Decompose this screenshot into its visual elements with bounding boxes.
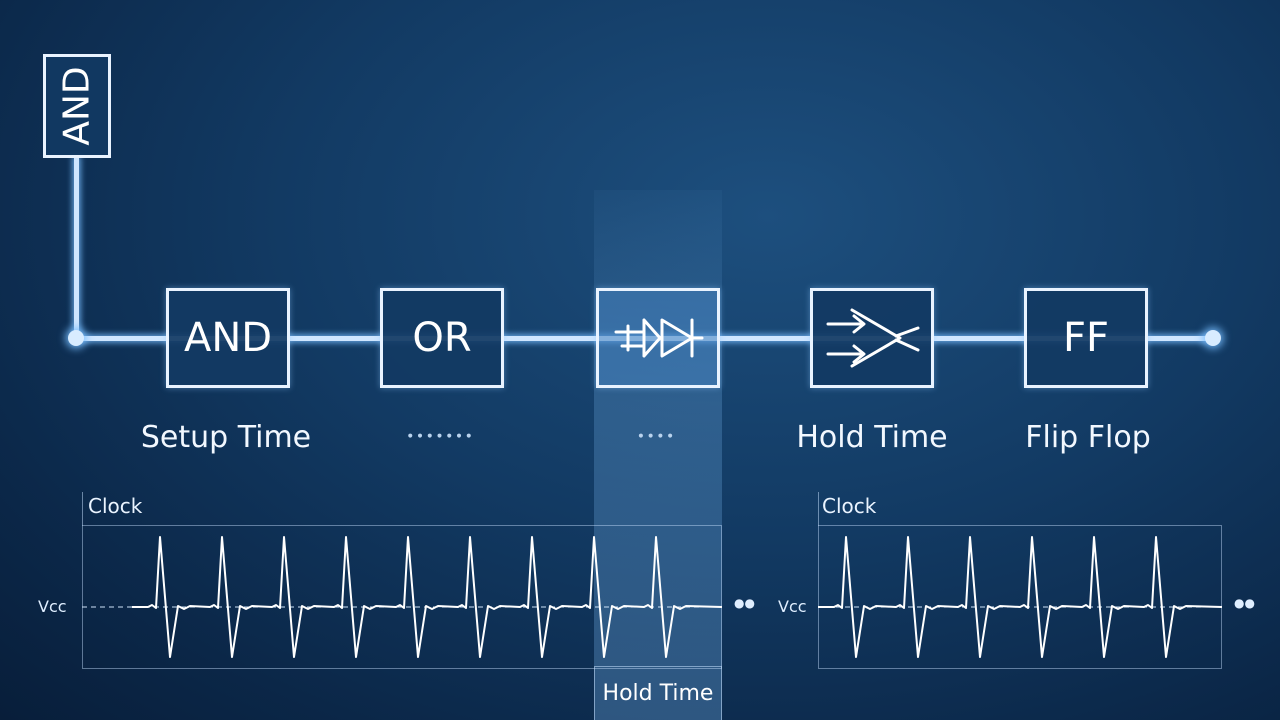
hold-time-highlight bbox=[594, 190, 722, 720]
and-gate: AND bbox=[166, 288, 290, 388]
end-marker: ●● bbox=[734, 596, 755, 610]
clock-panel-title: Clock bbox=[88, 494, 143, 518]
clock-wave-left bbox=[132, 536, 723, 658]
bus-start-node bbox=[68, 330, 84, 346]
mux-arrow-icon bbox=[826, 308, 920, 368]
or-gate: OR bbox=[380, 288, 504, 388]
buffer-gate-icon bbox=[614, 318, 704, 358]
separator-dots: ∙∙∙∙ bbox=[636, 428, 676, 444]
top-and-gate: AND bbox=[43, 54, 111, 158]
vertical-wire bbox=[74, 158, 79, 340]
vcc-label: Vcc bbox=[38, 597, 67, 616]
clock-waveform-panel bbox=[818, 525, 1222, 669]
bus-end-node bbox=[1205, 330, 1221, 346]
buffer-gate bbox=[596, 288, 720, 388]
hold-time-bottom-label: Hold Time bbox=[602, 681, 714, 706]
and-gate-label: AND bbox=[183, 315, 273, 361]
or-gate-label: OR bbox=[412, 315, 472, 361]
setup-time-caption: Setup Time bbox=[140, 420, 312, 455]
mux-gate bbox=[810, 288, 934, 388]
flip-flop-gate-label: FF bbox=[1062, 315, 1109, 361]
clock-wave-right bbox=[818, 536, 1223, 658]
hold-time-caption: Hold Time bbox=[796, 420, 948, 455]
vcc-label: Vcc bbox=[778, 597, 807, 616]
hold-time-bottom-box: Hold Time bbox=[594, 666, 722, 720]
separator-dots: ∙∙∙∙∙∙∙ bbox=[405, 428, 475, 444]
flip-flop-gate: FF bbox=[1024, 288, 1148, 388]
clock-panel-tick bbox=[82, 492, 83, 526]
end-marker: ●● bbox=[1234, 596, 1255, 610]
clock-panel-tick bbox=[818, 492, 819, 526]
clock-waveform-panel bbox=[82, 525, 722, 669]
flip-flop-caption: Flip Flop bbox=[1025, 420, 1151, 455]
clock-panel-title: Clock bbox=[822, 494, 877, 518]
